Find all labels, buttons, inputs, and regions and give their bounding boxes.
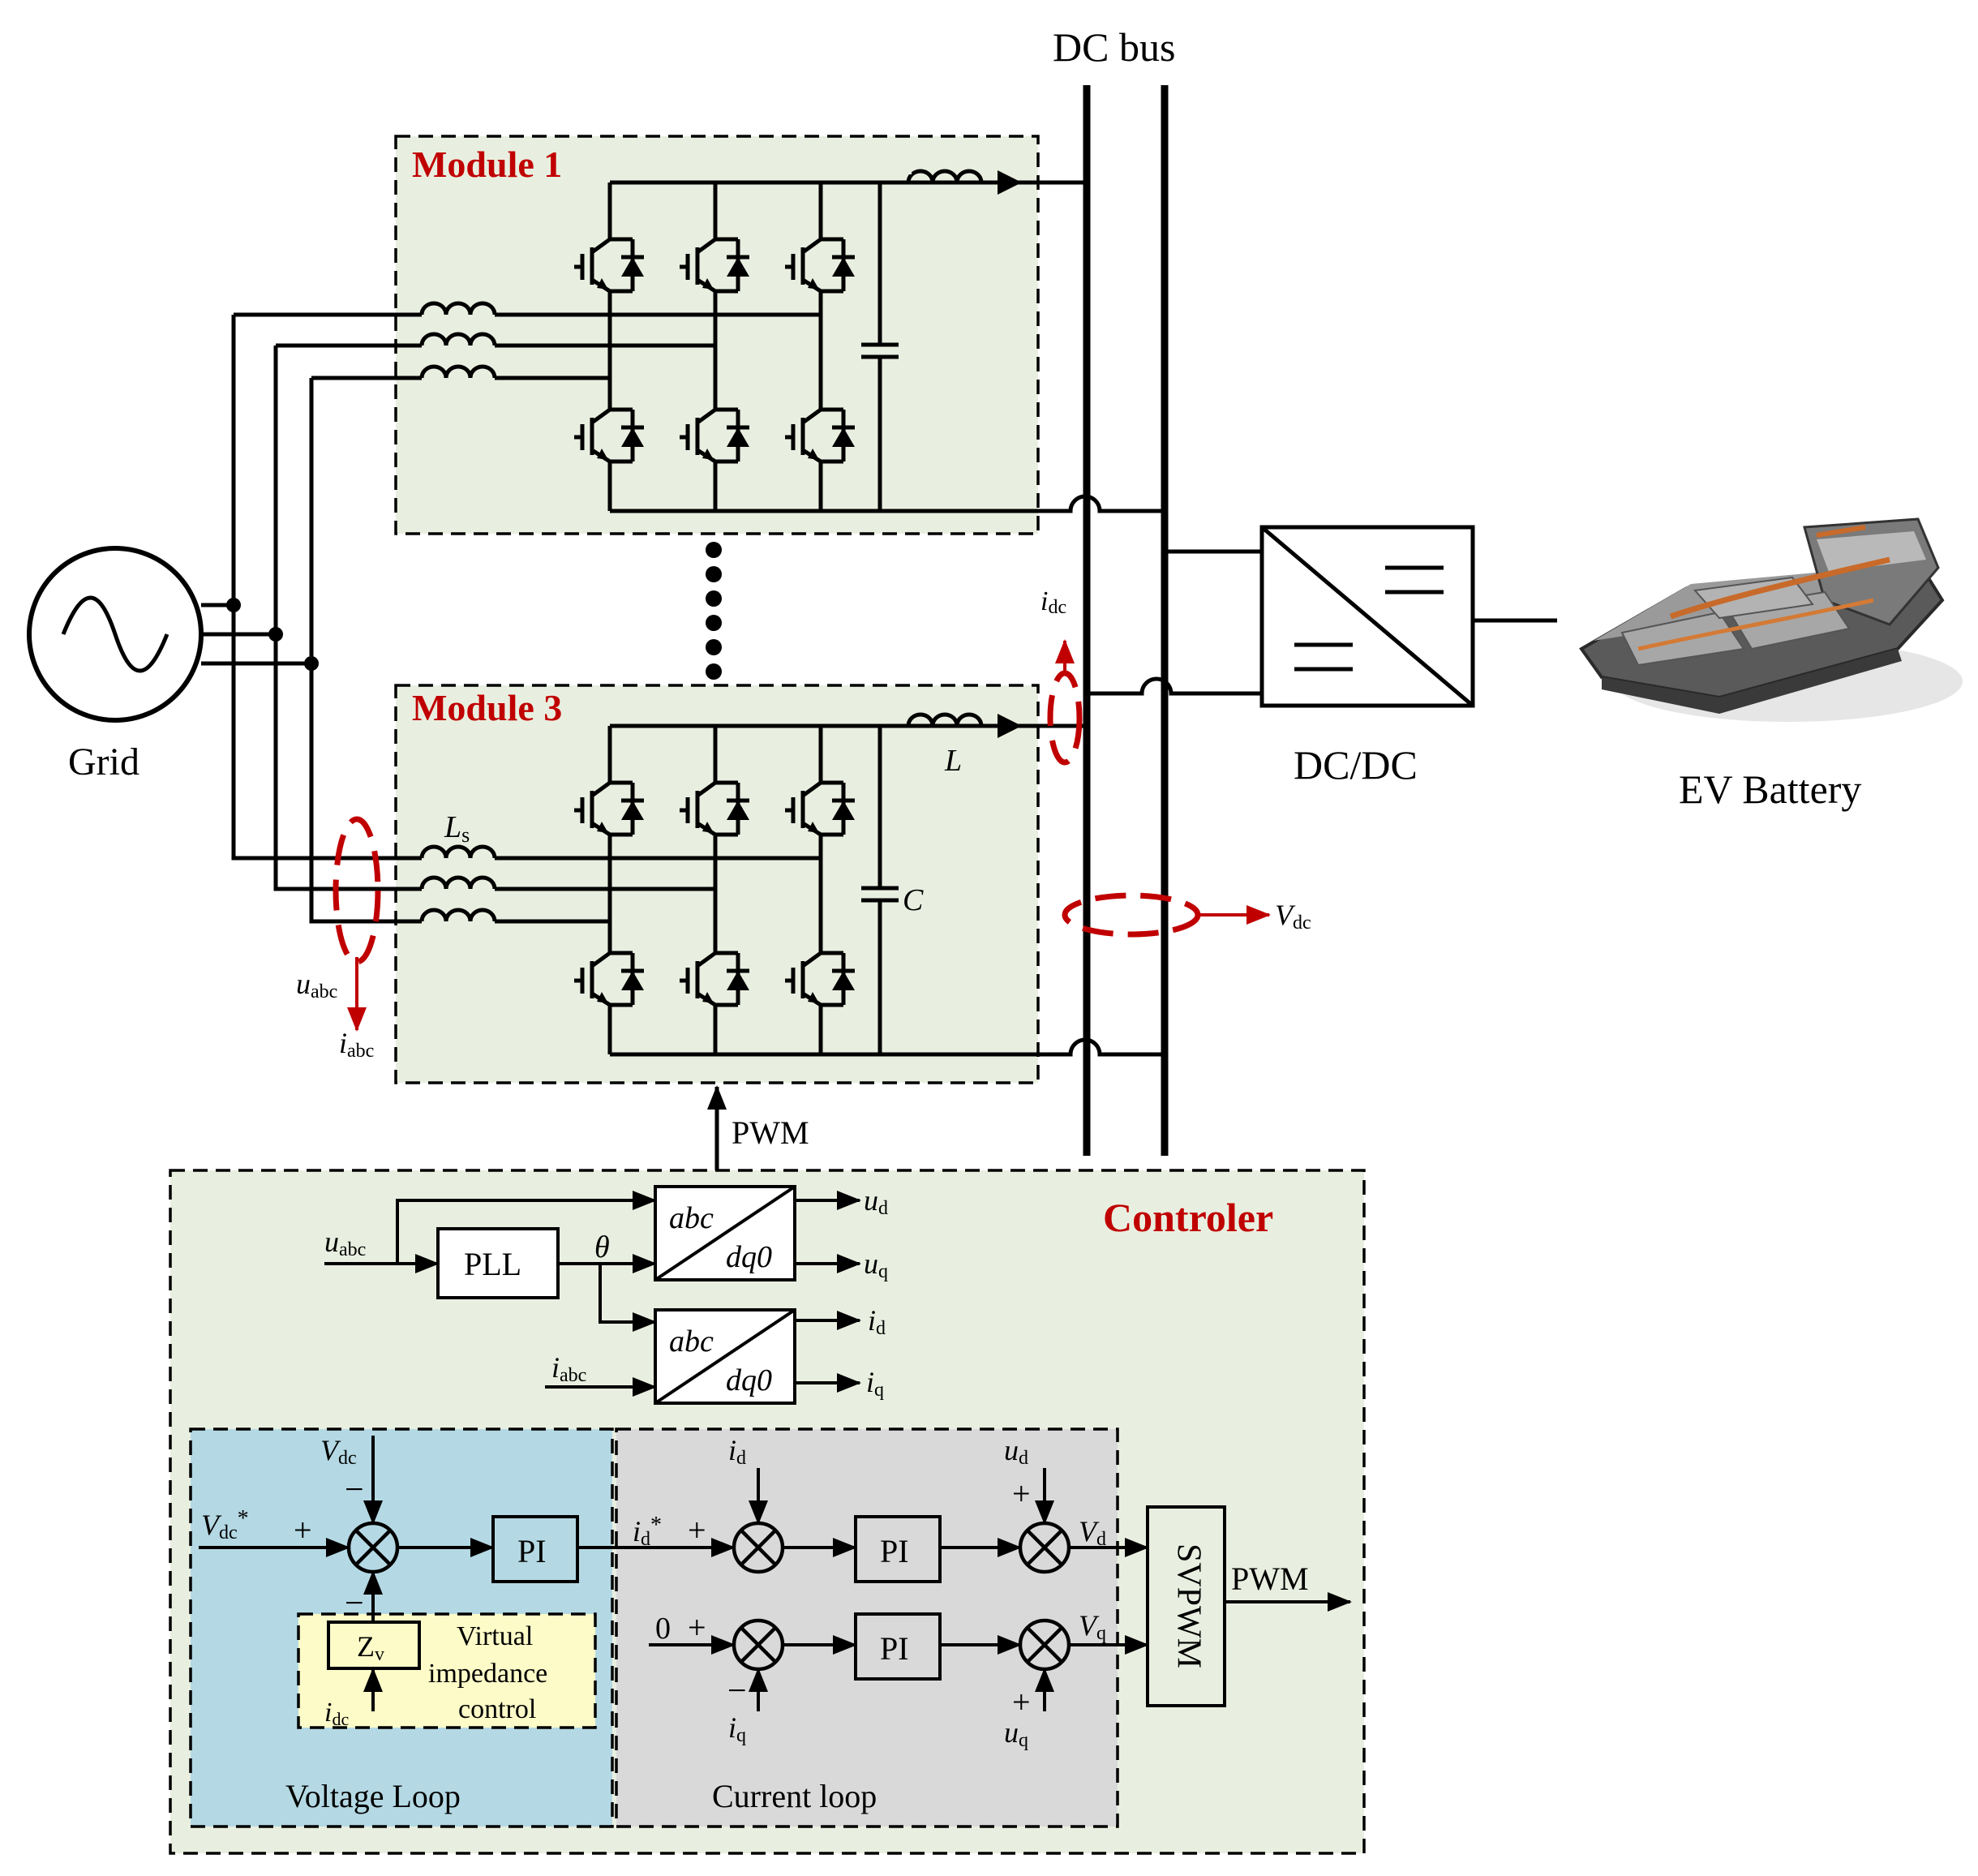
virtual-text-2: impedance — [428, 1659, 547, 1689]
virtual-text-1: Virtual — [457, 1621, 533, 1651]
uq-output-label: uq — [864, 1247, 888, 1282]
virtual-text-3: control — [458, 1694, 536, 1724]
plus-sign-c1: + — [688, 1512, 706, 1548]
iabc-label: iabc — [339, 1027, 374, 1062]
pll-block — [436, 1227, 560, 1299]
pwm-signal-label: PWM — [732, 1114, 809, 1151]
idc-label: idc — [1040, 586, 1066, 618]
idc-sensor — [1047, 670, 1083, 766]
vdc-label: Vdc — [1275, 899, 1311, 934]
ellipsis-dots — [706, 542, 722, 680]
abc-label-1: abc — [669, 1201, 714, 1235]
minus-sign-v2: − — [345, 1585, 364, 1622]
pi-voltage-label: PI — [517, 1533, 547, 1569]
iabc-input-label: iabc — [551, 1351, 586, 1386]
pi-id-label: PI — [880, 1533, 909, 1569]
ev-battery-image — [1579, 517, 1963, 722]
svpwm-label: SVPWM — [1169, 1543, 1207, 1668]
dcdc-label: DC/DC — [1294, 742, 1418, 788]
pwm-output-label: PWM — [1231, 1560, 1309, 1597]
id-ref-label: id* — [633, 1513, 662, 1550]
ev-battery-label: EV Battery — [1679, 766, 1861, 812]
current-loop-label: Current loop — [712, 1778, 877, 1814]
plus-sign-c3: + — [688, 1609, 706, 1646]
controller-label: Controler — [1103, 1195, 1273, 1240]
uabc-input-label: uabc — [324, 1226, 366, 1260]
iq-feedback-label: iq — [728, 1711, 746, 1746]
pll-label: PLL — [464, 1246, 521, 1282]
uabc-iabc-sensor — [333, 816, 381, 965]
vdc-ref-label: Vdc* — [201, 1506, 249, 1543]
dq0-label-1: dq0 — [726, 1240, 772, 1274]
id-feedback-label: id — [728, 1434, 746, 1469]
inductor-Ls-label: Ls — [444, 810, 470, 847]
idc-zv-label: idc — [324, 1698, 349, 1729]
grid-source — [27, 546, 204, 723]
vq-label: Vq — [1079, 1609, 1106, 1644]
abc-label-2: abc — [669, 1324, 714, 1359]
pi-iq-label: PI — [880, 1630, 909, 1667]
plus-sign-c4: + — [1012, 1684, 1031, 1720]
id-output-label: id — [868, 1304, 886, 1339]
minus-sign-v1: − — [345, 1471, 364, 1509]
uabc-label: uabc — [296, 968, 337, 1002]
svpwm-block — [1146, 1505, 1226, 1707]
minus-sign-c1: − — [727, 1672, 747, 1710]
uq-feedforward-label: uq — [1004, 1716, 1028, 1751]
dc-bus-label: DC bus — [1053, 24, 1175, 70]
voltage-loop-label: Voltage Loop — [285, 1778, 461, 1814]
iq-output-label: iq — [866, 1366, 884, 1401]
vdc-feedback-label: Vdc — [320, 1434, 357, 1469]
grid-label: Grid — [68, 741, 139, 783]
dq0-label-2: dq0 — [726, 1363, 772, 1397]
vdc-sensor — [1062, 892, 1201, 938]
module-1-label: Module 1 — [412, 144, 562, 185]
module-3-label: Module 3 — [412, 687, 562, 728]
pi-voltage-block — [491, 1515, 579, 1583]
ud-output-label: ud — [864, 1184, 888, 1219]
inductor-L-label: L — [944, 744, 962, 778]
plus-sign-v1: + — [294, 1512, 312, 1548]
ud-feedforward-label: ud — [1004, 1434, 1028, 1469]
capacitor-C-label: C — [903, 883, 924, 917]
zv-label: Zv — [357, 1630, 384, 1665]
plus-sign-c2: + — [1012, 1475, 1031, 1512]
theta-label: θ — [594, 1230, 610, 1264]
vd-label: Vd — [1079, 1515, 1106, 1550]
zero-ref-label: 0 — [655, 1612, 671, 1646]
